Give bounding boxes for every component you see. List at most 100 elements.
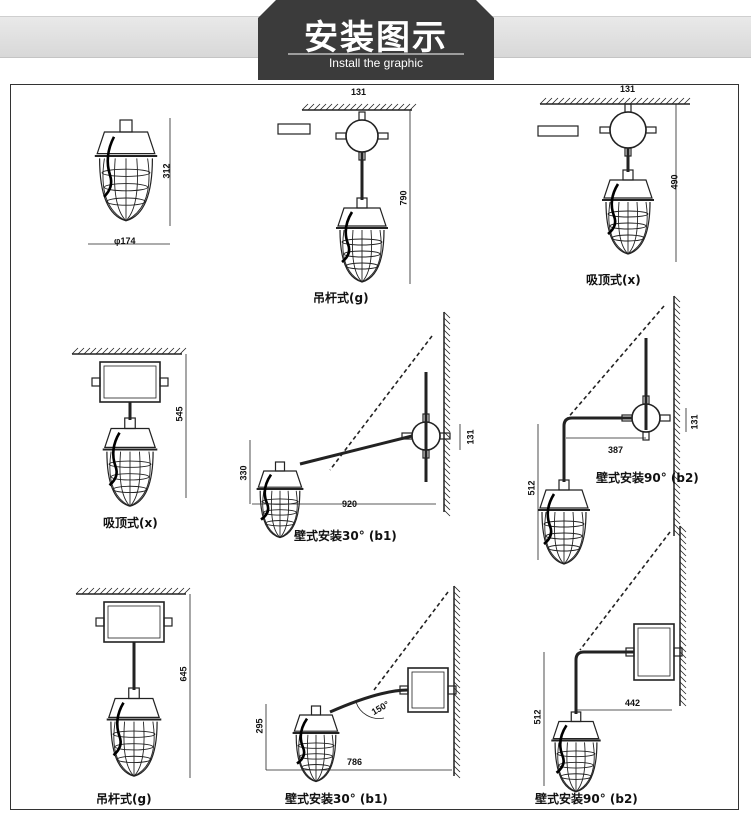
wall90-bottom-wall-hatch [679,699,687,707]
wall90-mid-wall-hatch [673,433,681,441]
wall90-bottom-lamp-guard-bar [575,742,595,793]
wall30-bottom-wall-hatch [453,711,461,719]
wall30-mid-lamp-neck [274,461,286,472]
pendant-bottom-lamp-guard-bar [133,721,155,777]
ceiling-top-ceiling-hatch [545,97,553,105]
wall90-mid-wall-hatch [673,343,681,351]
pendant-bottom-ceiling-hatch [111,587,119,595]
wall30-mid-arm [299,434,413,466]
wall30-bottom-wall-hatch [453,687,461,695]
ceiling-top-ceiling-hatch [635,97,643,105]
wall90-bottom-wall-hatch [679,669,687,677]
wall90-bottom-lamp-guard-bar [566,742,577,793]
ceiling-mid-ceiling-hatch [173,347,181,355]
caption-pendant-g-top: 吊杆式(g) [313,291,369,305]
header-title: 安装图示 [304,18,448,58]
wall90-mid-wall-hatch [673,397,681,405]
pendant-top-lamp-guard-bar [361,229,373,283]
wall90-bottom-wall-hatch [679,633,687,641]
wall90-mid-wall-hatch [673,439,681,447]
wall90-bottom-lamp-guard-ring [560,773,592,780]
wall90-bottom-wall-hatch [679,597,687,605]
ceiling-mid-ceiling-hatch [119,347,127,355]
ceiling-mid-lamp-hook [108,432,121,487]
wall30-mid-wall-hatch [443,449,451,457]
ceiling-mid-ceiling-hatch [161,347,169,355]
wall30-mid-lamp-guard-bar [262,490,281,539]
wall30-mid-wall-hatch [443,407,451,415]
wall30-mid-wall-hatch [443,353,451,361]
wall30-mid-junction-boss-b [422,449,430,459]
wall30-bottom-wall-hatch [453,699,461,707]
pendant-top-ceiling-hatch [403,103,411,111]
ceiling-top-lamp-guard-bar [608,201,629,255]
wall90-mid-wall-hatch [673,523,681,531]
wall30-mid-wall-hatch [443,455,451,463]
wall30-bottom-wall-hatch [453,591,461,599]
wall30-bottom-wall-hatch [453,615,461,623]
ceiling-top-ceiling-hatch [605,97,613,105]
dim-wall90-mid-box: 131 [689,414,700,430]
dim-wall90-bottom-length: 442 [625,698,641,708]
wall30-mid-lamp-guard-bar [279,490,290,538]
pendant-bottom-lamp-cap [107,697,161,718]
wall30-mid-wall-hatch [443,491,451,499]
ceiling-mid-ceiling-hatch [95,347,103,355]
wall30-mid-lamp-guard-ring [265,520,295,527]
ceiling-mid-box-body [99,361,161,403]
caption-wall-30-b1-bottom: 壁式安装30° (b1) [285,792,388,806]
pendant-top-arm [277,123,311,135]
pendant-top-lamp-guard-ring [341,238,383,246]
lamp-front-hook [103,136,116,198]
dim-ceiling-top-height: 490 [669,174,680,190]
wall90-bottom-wall-hatch [679,567,687,575]
wall30-mid-lamp-guard-ring [263,509,297,516]
dim-pendant-bottom-height: 645 [178,666,189,682]
pendant-top-ceiling-hatch [349,103,357,111]
wall90-mid-junction-boss-t [642,395,650,405]
ceiling-top-ceiling-hatch [629,97,637,105]
pendant-top-junction-boss-t [358,111,366,121]
dim-wall30-bottom-length: 786 [347,757,363,767]
wall90-mid-wall-hatch [673,373,681,381]
ceiling-top-lamp-cap [603,179,653,199]
wall30-bottom-wall-hatch [453,747,461,755]
wall30-bottom-wall-hatch [453,627,461,635]
pendant-top-ceiling-hatch [355,103,363,111]
ceiling-top-ceiling-hatch [677,97,685,105]
wall90-mid-wall-hatch [673,367,681,375]
wall30-mid-wall-hatch [443,389,451,397]
wall90-bottom-box-boss-r [673,647,683,657]
wall90-mid-lamp-guard-ring [543,520,585,528]
wall30-bottom-box-body [407,667,449,713]
ceiling-mid-lamp-guard-ring [110,473,150,481]
pendant-top-ceiling-hatch [367,103,375,111]
pendant-bottom-box-boss-l [95,617,105,627]
wall30-mid-wall-hatch [443,341,451,349]
ceiling-top-ceiling-hatch [653,97,661,105]
ceiling-mid-lamp-guard-bar [109,451,131,507]
pendant-top-lamp-guard-bar [361,229,382,283]
wall30-bottom-wall-hatch [453,633,461,641]
wall90-mid-lamp-guard-bar [563,511,575,565]
wall30-bottom-wall-hatch [453,759,461,767]
pendant-top-ceiling-hatch [391,103,399,111]
wall30-bottom-wall-hatch [453,729,461,737]
wall90-bottom-wall-hatch [679,531,687,539]
ceiling-top-junction-body [609,111,647,149]
dim-wall30-mid-length: 920 [342,499,358,509]
wall90-bottom-wall-hatch [679,651,687,659]
wall30-bottom-wall-hatch [453,669,461,677]
lamp-front-neck [119,119,133,133]
wall90-mid-wall-hatch [673,481,681,489]
wall30-mid-wall-hatch [443,371,451,379]
wall90-mid-wall-hatch [673,457,681,465]
wall90-bottom-wall-hatch [679,645,687,653]
wall30-mid-junction-boss-t [422,413,430,423]
wall30-bottom-wall-hatch [453,717,461,725]
ceiling-top-lamp-guard-bar [627,201,648,255]
wall90-bottom-wall-hatch [679,591,687,599]
pendant-top-ceiling-hatch [325,103,333,111]
caption-ceiling-x-top: 吸顶式(x) [586,273,641,287]
